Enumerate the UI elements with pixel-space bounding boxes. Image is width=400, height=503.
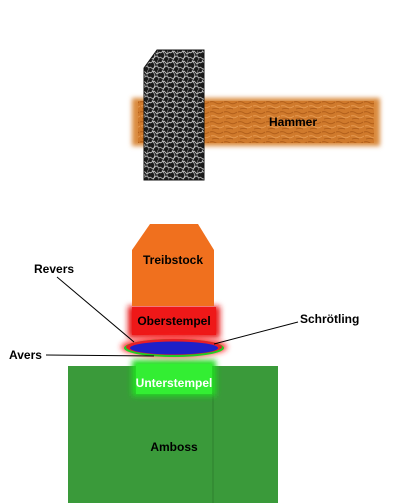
schroetling	[121, 337, 227, 357]
hammer-handle	[143, 49, 205, 181]
schroetling-leader-line	[213, 321, 299, 345]
amboss-label: Amboss	[150, 440, 198, 454]
unterstempel-label: Unterstempel	[136, 376, 213, 390]
schroetling-label: Schrötling	[300, 312, 359, 326]
treibstock	[132, 224, 214, 306]
avers-label: Avers	[9, 348, 42, 362]
revers-leader-line	[56, 276, 135, 343]
revers-label: Revers	[34, 262, 74, 276]
oberstempel-label: Oberstempel	[137, 314, 210, 328]
treibstock-label: Treibstock	[143, 253, 203, 267]
oberstempel	[128, 306, 220, 338]
unterstempel	[132, 360, 216, 396]
avers-leader-line	[45, 354, 155, 357]
hammer-label: Hammer	[269, 115, 317, 129]
